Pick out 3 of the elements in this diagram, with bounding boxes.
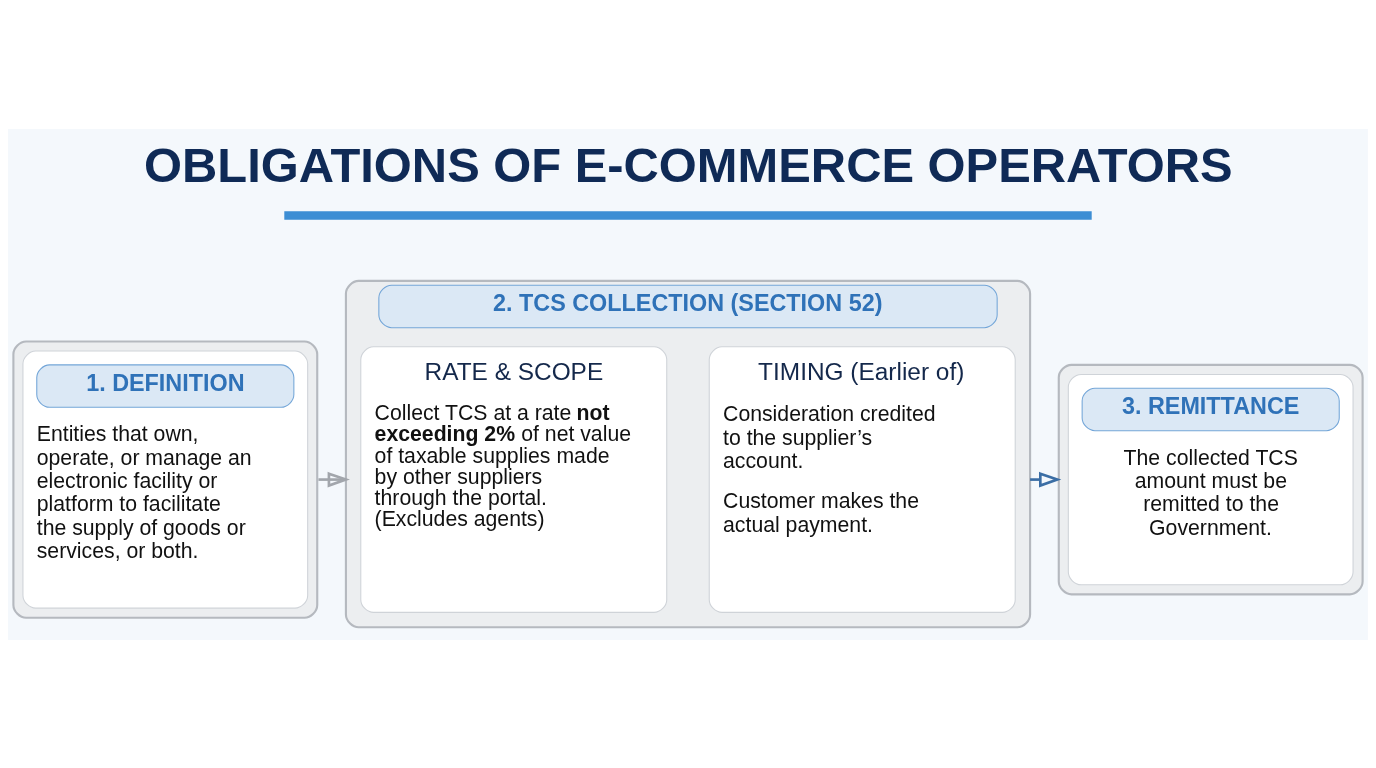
arrow [1030, 471, 1062, 487]
diagram-title: OBLIGATIONS OF E-COMMERCE OPERATORS [144, 137, 1233, 192]
arrow [318, 471, 350, 487]
